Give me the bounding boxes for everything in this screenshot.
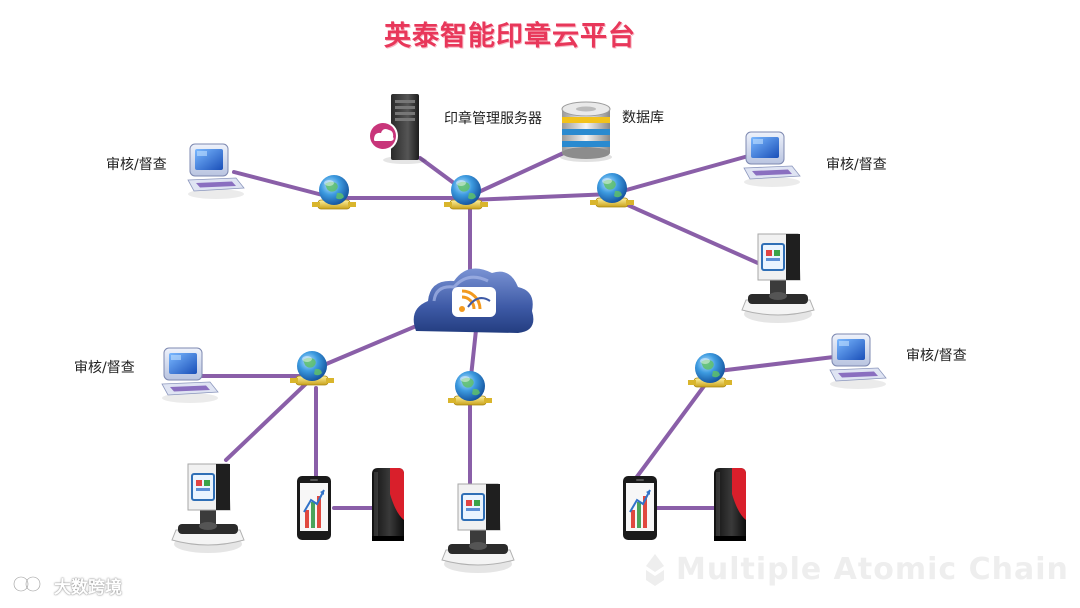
portable-seal-icon-right	[714, 468, 746, 541]
seal-machine-icon-left	[172, 464, 244, 553]
audit-label-top-left: 审核/督查	[106, 154, 167, 174]
database-label: 数据库	[622, 107, 664, 127]
watermark-logo-icon	[640, 552, 670, 588]
watermark-text: Multiple Atomic Chain	[676, 552, 1069, 587]
link-pc-mid-right	[710, 356, 842, 372]
smartphone-icon-left	[297, 476, 331, 540]
network-hub-icon-mid-left	[290, 351, 334, 385]
audit-label-top-right: 审核/督查	[826, 154, 887, 174]
seal-machine-icon-top-right	[742, 234, 814, 323]
link-seal-machine-left	[226, 378, 312, 460]
link-pc-top-left	[234, 172, 334, 198]
seal-machine-icon-center	[442, 484, 514, 573]
link-hub-center-hub-right	[470, 194, 612, 200]
link-database	[470, 150, 570, 196]
audit-label-mid-right: 审核/督查	[906, 345, 967, 365]
brand-name: 大数跨境	[54, 573, 122, 598]
server-label: 印章管理服务器	[444, 108, 542, 128]
portable-seal-icon-left	[372, 468, 404, 541]
network-hub-icon-mid-center	[448, 371, 492, 405]
cloud-icon	[414, 269, 534, 334]
audit-label-mid-left: 审核/督查	[74, 357, 135, 377]
database-icon	[560, 102, 612, 162]
link-phone-right	[636, 378, 710, 478]
computer-icon-mid-right	[830, 334, 886, 389]
computer-icon-top-right	[744, 132, 800, 187]
diagram-title: 英泰智能印章云平台	[0, 14, 1020, 53]
smartphone-icon-right	[623, 476, 657, 540]
link-seal-machine-top-right	[612, 198, 778, 272]
server-icon	[368, 94, 427, 164]
brand-logo-icon	[12, 573, 52, 595]
link-pc-top-right	[612, 155, 752, 194]
